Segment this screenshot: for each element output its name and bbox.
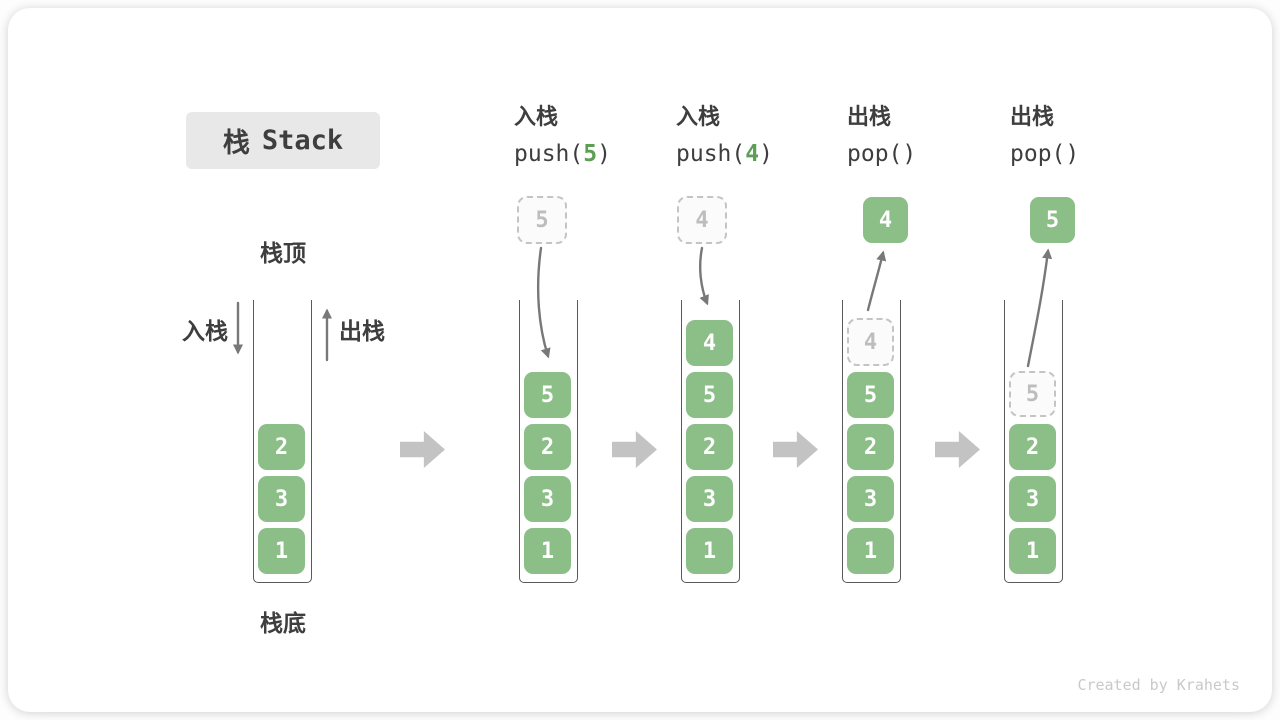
stack-block: 1 bbox=[1009, 528, 1056, 574]
stack-5: 5 2 3 1 bbox=[1004, 300, 1063, 583]
ghost-block: 5 bbox=[1009, 371, 1056, 417]
stack-2: 5 2 3 1 bbox=[519, 300, 578, 583]
stack-block: 2 bbox=[686, 424, 733, 470]
popped-element-4: 4 bbox=[863, 197, 908, 243]
title-en: Stack bbox=[261, 125, 344, 156]
code-pre: push( bbox=[676, 141, 746, 167]
stack-1: 2 3 1 bbox=[253, 300, 312, 583]
op-zh-label: 出栈 bbox=[1010, 105, 1055, 130]
code-pre: pop( bbox=[1010, 141, 1066, 167]
diagram-title: 栈 Stack bbox=[186, 112, 380, 169]
popped-element-5: 5 bbox=[1030, 197, 1075, 243]
stack-block: 1 bbox=[847, 528, 894, 574]
stack-block: 5 bbox=[847, 372, 894, 418]
op-label-push-5: 入栈 push(5) bbox=[514, 104, 674, 168]
ghost-block: 4 bbox=[847, 318, 894, 366]
incoming-element-4: 4 bbox=[677, 196, 727, 244]
code-post: ) bbox=[1065, 141, 1080, 167]
stack-block: 4 bbox=[686, 320, 733, 366]
code-arg: 4 bbox=[745, 141, 760, 167]
stack-block: 1 bbox=[258, 528, 305, 574]
watermark: Created by Krahets bbox=[1077, 676, 1240, 694]
stack-top-label: 栈顶 bbox=[260, 241, 306, 267]
op-label-pop-1: 出栈 pop() bbox=[847, 104, 1007, 168]
stack-block: 3 bbox=[847, 476, 894, 522]
stack-block: 3 bbox=[258, 476, 305, 522]
code-post: ) bbox=[902, 141, 917, 167]
op-zh-label: 入栈 bbox=[676, 105, 721, 130]
title-zh: 栈 bbox=[222, 128, 250, 159]
op-code-label: pop() bbox=[1010, 140, 1170, 168]
code-pre: push( bbox=[514, 141, 584, 167]
op-code-label: push(4) bbox=[676, 140, 836, 168]
op-code-label: push(5) bbox=[514, 140, 674, 168]
stack-block: 5 bbox=[686, 372, 733, 418]
stack-block: 2 bbox=[524, 424, 571, 470]
stack-block: 2 bbox=[847, 424, 894, 470]
code-post: ) bbox=[597, 141, 611, 167]
op-label-push-4: 入栈 push(4) bbox=[676, 104, 836, 168]
stack-block: 2 bbox=[258, 424, 305, 470]
stack-block: 3 bbox=[686, 476, 733, 522]
op-code-label: pop() bbox=[847, 140, 1007, 168]
stack-block: 1 bbox=[524, 528, 571, 574]
op-zh-label: 入栈 bbox=[514, 105, 559, 130]
stack-block: 3 bbox=[1009, 476, 1056, 522]
stack-block: 1 bbox=[686, 528, 733, 574]
stack-block: 5 bbox=[524, 372, 571, 418]
stack-bottom-label: 栈底 bbox=[260, 611, 306, 637]
stack-4: 4 5 2 3 1 bbox=[842, 300, 901, 583]
stack-3: 4 5 2 3 1 bbox=[681, 300, 740, 583]
code-post: ) bbox=[759, 141, 773, 167]
op-label-pop-2: 出栈 pop() bbox=[1010, 104, 1170, 168]
stack-block: 3 bbox=[524, 476, 571, 522]
code-pre: pop( bbox=[847, 141, 903, 167]
pop-side-label: 出栈 bbox=[339, 319, 385, 345]
code-arg: 5 bbox=[583, 141, 598, 167]
op-zh-label: 出栈 bbox=[847, 105, 892, 130]
incoming-element-5: 5 bbox=[517, 196, 567, 244]
push-side-label: 入栈 bbox=[182, 319, 228, 345]
stack-block: 2 bbox=[1009, 424, 1056, 470]
